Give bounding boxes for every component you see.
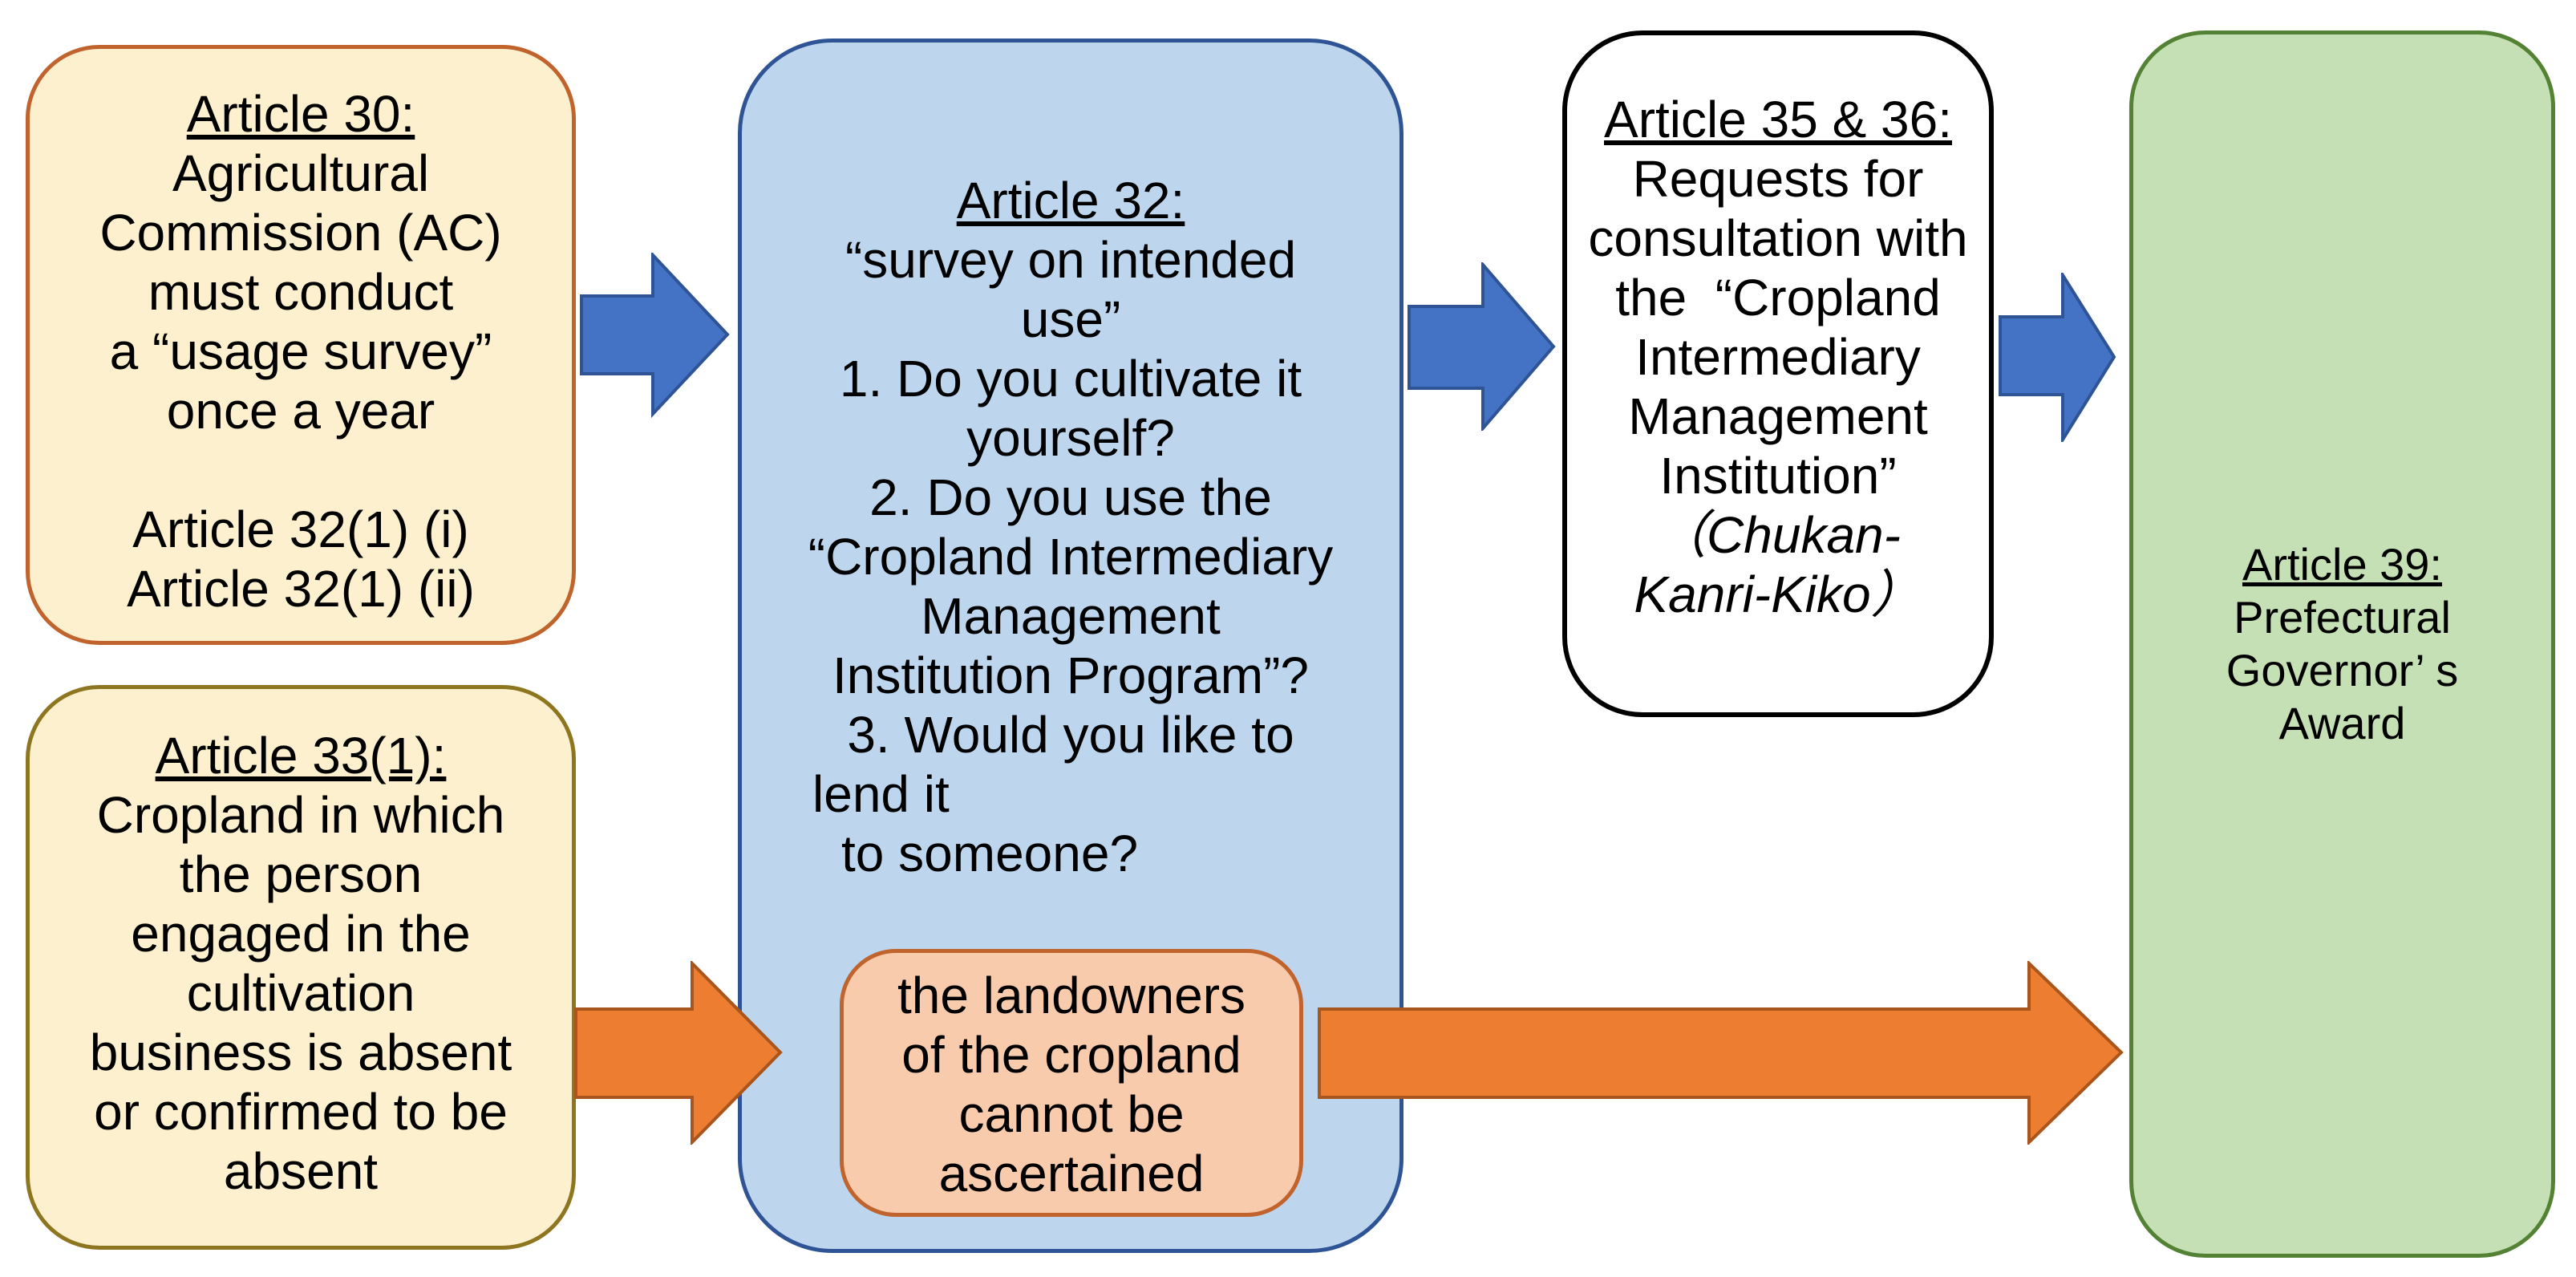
text-line: lend it <box>812 765 950 823</box>
text-line: Institution” <box>1659 447 1897 505</box>
article-30-box: Article 30: Agricultural Commission (AC)… <box>26 45 576 645</box>
text-line: 3. Would you like to <box>847 706 1294 764</box>
text-line: 2. Do you use the <box>869 468 1272 526</box>
text-line: a “usage survey” <box>109 322 492 380</box>
landowners-note-box: the landowners of the cropland cannot be… <box>840 949 1303 1217</box>
text-line: “Cropland Intermediary <box>808 528 1334 586</box>
flow-arrow-blue-1 <box>580 253 730 418</box>
text-line-italic: （Chukan- <box>1655 506 1901 564</box>
text-line: absent <box>223 1142 379 1200</box>
text-line: Prefectural <box>2234 592 2451 643</box>
right-arrow-icon <box>1999 273 2116 442</box>
text-line: the person <box>179 845 423 903</box>
box-title: Article 32: <box>956 172 1185 229</box>
article-35-36-box: Article 35 & 36: Requests for consultati… <box>1562 30 1994 717</box>
text-line: Award <box>2278 698 2406 748</box>
text-line: cultivation <box>186 964 415 1022</box>
text-line: cannot be <box>958 1085 1185 1143</box>
text-line: Cropland in which <box>96 786 505 844</box>
text-line: 1. Do you cultivate it <box>839 350 1302 407</box>
text-line: Commission (AC) <box>99 204 502 261</box>
right-arrow-icon <box>1407 262 1556 431</box>
text-line: or confirmed to be <box>94 1083 508 1141</box>
text-line: the “Cropland <box>1615 269 1941 326</box>
text-line: must conduct <box>148 263 454 321</box>
text-line: Intermediary <box>1635 328 1921 386</box>
text-line: the landowners <box>897 967 1246 1024</box>
text-line: consultation with <box>1588 209 1968 267</box>
flow-arrow-orange-1 <box>574 961 783 1145</box>
text-line: to someone? <box>841 825 1139 882</box>
text-line: Requests for <box>1632 150 1924 208</box>
box-title: Article 33(1): <box>155 727 447 784</box>
text-line: engaged in the <box>131 905 471 963</box>
text-line: Article 32(1) (ii) <box>127 560 475 618</box>
text-line: Article 32(1) (i) <box>132 501 469 558</box>
box-title: Article 39: <box>2242 539 2442 590</box>
article-33-box: Article 33(1): Cropland in which the per… <box>26 685 576 1250</box>
text-line: of the cropland <box>901 1026 1241 1084</box>
right-arrow-icon <box>1318 961 2124 1145</box>
article-39-box: Article 39: Prefectural Governor’ s Awar… <box>2129 30 2555 1258</box>
box-title: Article 30: <box>186 85 415 143</box>
text-line: business is absent <box>89 1024 512 1081</box>
text-line: “survey on intended <box>844 231 1297 289</box>
text-line: Governor’ s <box>2226 645 2459 695</box>
text-line: yourself? <box>966 409 1175 467</box>
text-line: Institution Program”? <box>832 647 1310 704</box>
spacer-line <box>30 440 572 500</box>
flow-arrow-blue-2 <box>1407 262 1556 431</box>
right-arrow-icon <box>574 961 783 1145</box>
text-line: use” <box>1020 290 1121 348</box>
text-line: Management <box>921 587 1221 645</box>
text-line-italic: Kanri-Kiko） <box>1634 566 1922 623</box>
box-title: Article 35 & 36: <box>1604 91 1952 148</box>
flow-arrow-blue-3 <box>1999 273 2116 442</box>
text-line: once a year <box>166 382 435 440</box>
text-line: ascertained <box>938 1145 1205 1202</box>
text-line: Management <box>1628 387 1928 445</box>
flow-arrow-orange-2 <box>1318 961 2124 1145</box>
right-arrow-icon <box>580 253 730 418</box>
text-line: Agricultural <box>172 144 430 202</box>
